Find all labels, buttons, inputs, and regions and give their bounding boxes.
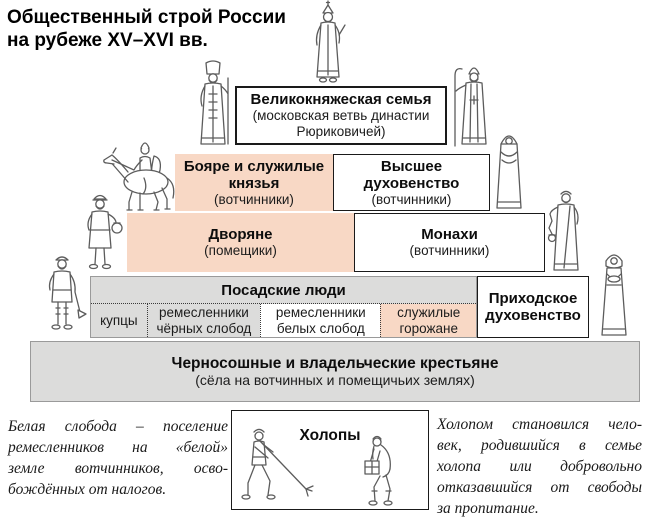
box-title: Дворяне	[208, 226, 273, 243]
tsar-figure-icon	[306, 0, 350, 85]
box-title-line: Приходское	[488, 290, 578, 307]
slaves-note: Холопом становился чело- век, родившийся…	[437, 414, 642, 518]
note-line: бождённых от налогов.	[8, 481, 167, 498]
box-title-line: духовенство	[363, 174, 460, 192]
note-line: ремесленников на «белой»	[8, 439, 228, 456]
box-subtitle: (вотчинники)	[371, 191, 452, 207]
parish-clergy-box: Приходское духовенство	[477, 276, 589, 338]
white-sloboda-artisans-cell: ремесленники белых слобод	[260, 304, 381, 337]
box-subtitle: (помещики)	[204, 243, 277, 258]
service-townsmen-cell: служилые горожане	[380, 304, 476, 337]
note-line: Холопом становился чело-	[437, 416, 642, 433]
peasant-with-axe-figure-icon	[42, 252, 87, 340]
cell-line: ремесленники	[158, 305, 249, 320]
monk-figure-icon	[489, 126, 529, 212]
white-sloboda-note: Белая слобода – поселение ремесленников …	[8, 416, 228, 500]
cell-line: горожане	[399, 320, 458, 336]
townspeople-box: Посадские люди купцы ремесленники чёрных…	[90, 276, 477, 338]
note-line: отказавшийся от свободы	[437, 479, 642, 496]
serf-raking-figure-icon	[240, 425, 315, 503]
slaves-box-label: Холопы	[299, 427, 361, 444]
serf-carrying-figure-icon	[360, 433, 420, 507]
black-sloboda-artisans-cell: ремесленники чёрных слобод	[146, 304, 260, 337]
deacon-figure-icon	[544, 186, 588, 274]
peasants-box: Черносошные и владельческие крестьяне (с…	[30, 341, 640, 402]
cell-line: белых слобод	[276, 320, 365, 336]
box-title: Черносошные и владельческие крестьяне	[171, 355, 499, 372]
nobles-box: Дворяне (помещики)	[127, 213, 354, 272]
bishop-figure-icon	[446, 60, 500, 150]
box-title: Великокняжеская семья	[250, 91, 432, 108]
townswoman-figure-icon	[595, 249, 633, 339]
cell-line: ремесленники	[275, 305, 366, 320]
title-line-1: Общественный строй России	[7, 7, 286, 28]
box-subtitle: (сёла на вотчинных и помещичьих землях)	[195, 372, 475, 388]
note-line: земле вотчинников, осво-	[8, 460, 228, 477]
cell-line: чёрных слобод	[156, 320, 252, 336]
townspeople-header: Посадские люди	[221, 281, 346, 299]
box-title-line: Бояре и служилые	[183, 157, 325, 175]
box-subtitle-line: Рюриковичей)	[296, 124, 386, 139]
box-title-line: духовенство	[485, 307, 581, 324]
note-line: холопа или добровольно	[437, 458, 642, 475]
monks-box: Монахи (вотчинники)	[354, 213, 545, 272]
cell-label: купцы	[100, 312, 138, 328]
box-subtitle: (вотчинники)	[409, 243, 490, 258]
box-subtitle-line: (московская ветвь династии	[252, 108, 430, 123]
townspeople-subrow: купцы ремесленники чёрных слобод ремесле…	[91, 303, 476, 337]
box-title-line: Высшее	[380, 157, 443, 175]
slaves-box: Холопы	[231, 410, 429, 510]
boyars-box: Бояре и служилые князья (вотчинники)	[175, 154, 333, 211]
merchants-cell: купцы	[91, 304, 147, 337]
title-line-2: на рубеже XV–XVI вв.	[7, 30, 208, 51]
box-title: Монахи	[421, 226, 478, 243]
higher-clergy-box: Высшее духовенство (вотчинники)	[333, 154, 490, 211]
note-line: век, родившийся в семье	[437, 437, 642, 454]
grand-princely-family-box: Великокняжеская семья (московская ветвь …	[235, 86, 447, 145]
box-subtitle: (вотчинники)	[214, 191, 294, 207]
note-line: за пропитание.	[437, 500, 539, 517]
cell-line: служилые	[397, 305, 461, 320]
merchant-figure-icon	[80, 190, 128, 274]
box-title-line: князья	[228, 174, 280, 192]
note-line: Белая слобода – поселение	[8, 418, 228, 435]
boyar-figure-icon	[193, 60, 233, 150]
horseman-figure-icon	[98, 126, 186, 212]
